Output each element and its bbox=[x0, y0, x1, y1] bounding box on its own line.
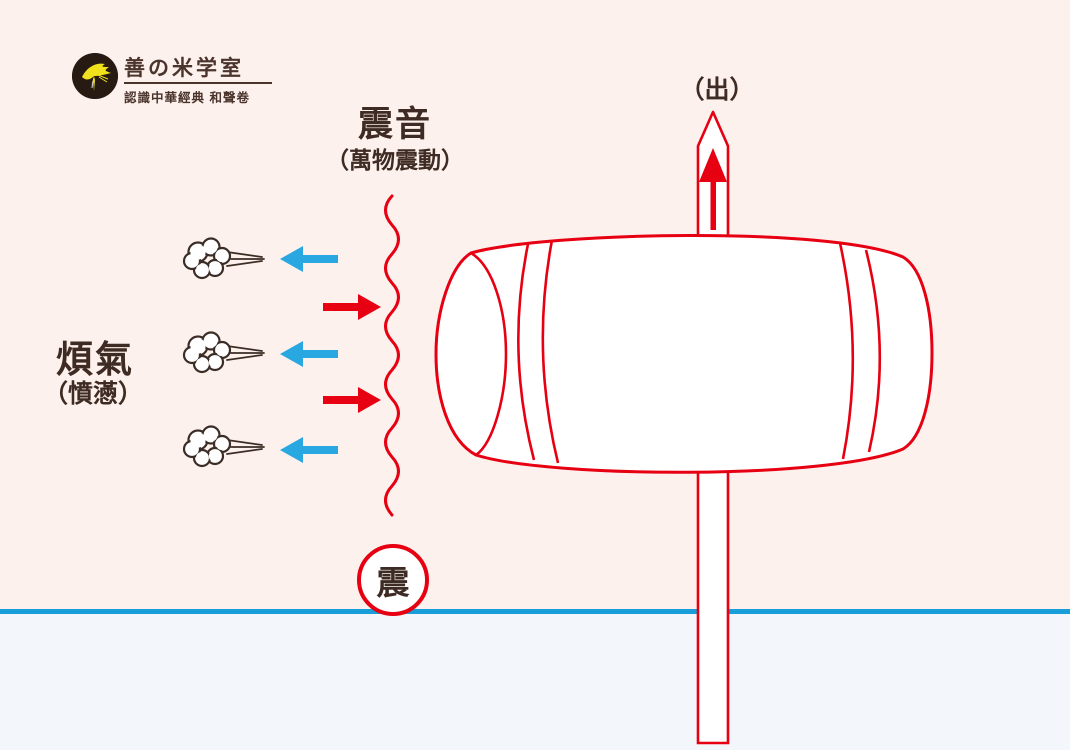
logo-mark bbox=[72, 53, 118, 99]
label-anger-title: 煩氣 bbox=[56, 339, 134, 380]
label-vibration-title: 震音 bbox=[357, 105, 432, 144]
swallow-bird-icon bbox=[72, 53, 118, 99]
blue-left-arrow-icon bbox=[280, 341, 338, 367]
label-anger-sub: （憤懣） bbox=[42, 380, 143, 408]
thunder-hexagram-badge: 震 bbox=[357, 544, 429, 616]
barrel-drum-icon bbox=[434, 234, 934, 474]
vibration-wave-icon bbox=[384, 194, 400, 517]
steam-puff-icon bbox=[182, 425, 266, 468]
label-vibration-sub: （萬物震動） bbox=[326, 147, 464, 173]
steam-puff-icon bbox=[182, 237, 266, 280]
red-up-arrow-icon bbox=[699, 148, 727, 230]
ground-area bbox=[0, 614, 1070, 750]
blue-left-arrow-icon bbox=[280, 437, 338, 463]
logo-title: 善の米学室 bbox=[124, 55, 244, 80]
red-right-arrow-icon bbox=[323, 387, 381, 413]
logo: 善の米学室 認識中華經典 和聲卷 bbox=[70, 50, 280, 106]
logo-divider bbox=[124, 82, 272, 84]
steam-puff-icon bbox=[182, 331, 266, 374]
ground-line bbox=[0, 609, 1070, 614]
red-right-arrow-icon bbox=[323, 294, 381, 320]
blue-left-arrow-icon bbox=[280, 246, 338, 272]
logo-subtitle: 認識中華經典 和聲卷 bbox=[124, 91, 250, 105]
thunder-hexagram-char: 震 bbox=[376, 564, 410, 601]
label-out: （出） bbox=[679, 76, 755, 104]
pole-bottom bbox=[696, 450, 730, 745]
